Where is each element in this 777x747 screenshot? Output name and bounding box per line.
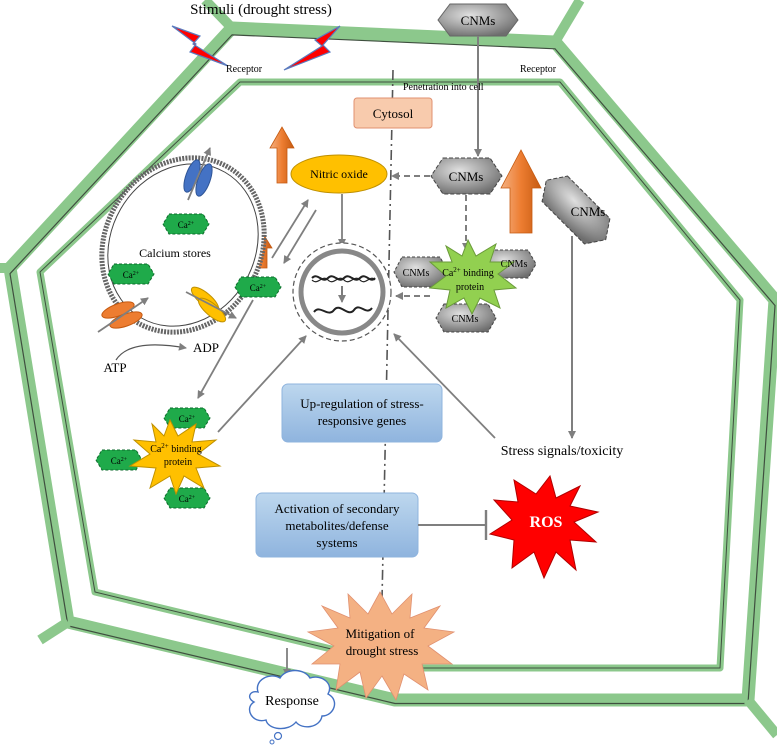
cnm-cluster bbox=[393, 238, 537, 333]
mitigation-burst bbox=[306, 591, 456, 701]
ca-badge bbox=[234, 276, 282, 298]
upregulation-label-2: responsive genes bbox=[318, 413, 406, 428]
cytosol-box bbox=[353, 97, 433, 129]
ros-label: ROS bbox=[530, 514, 563, 531]
calcium-stores-label: Calcium stores bbox=[139, 246, 211, 260]
mitigation-label-2: drought stress bbox=[346, 643, 419, 658]
orange-arrow-up-small bbox=[269, 126, 295, 184]
ca-binding-protein-left bbox=[95, 407, 222, 509]
response-label: Response bbox=[265, 694, 319, 709]
ca-binding-label-right: Ca2+ binding bbox=[442, 266, 494, 279]
burst-icon bbox=[428, 238, 518, 316]
ca-binding-label-left-2: protein bbox=[164, 457, 192, 468]
ros-burst bbox=[488, 474, 600, 580]
ca-label: Ca2+ bbox=[111, 456, 128, 466]
stimuli-label: Stimuli (drought stress) bbox=[190, 2, 332, 18]
ca-label: Ca2+ bbox=[179, 414, 196, 424]
ca-label: Ca2+ bbox=[123, 270, 140, 280]
cnms-rot-label: CNMs bbox=[571, 204, 606, 219]
ca-label: Ca2+ bbox=[250, 283, 267, 293]
channel-icon bbox=[185, 286, 237, 323]
upregulation-box bbox=[281, 383, 443, 443]
receptor-label-right: Receptor bbox=[520, 64, 557, 75]
cnms-cluster-right: CNMs bbox=[501, 259, 528, 270]
cnms-top-label: CNMs bbox=[461, 13, 496, 28]
nitric-oxide-node bbox=[290, 154, 388, 194]
adp-label: ADP bbox=[193, 340, 219, 355]
penetration-label: Penetration into cell bbox=[403, 82, 484, 93]
activation-label-1: Activation of secondary bbox=[275, 501, 400, 516]
mitigation-label-1: Mitigation of bbox=[346, 626, 416, 641]
orange-arrow-up-large bbox=[500, 149, 542, 234]
channel-icon bbox=[183, 147, 213, 201]
cloud-icon bbox=[248, 669, 336, 745]
activation-label-2: metabolites/defense bbox=[285, 518, 388, 533]
receptor-label-left: Receptor bbox=[226, 64, 263, 75]
ca-label: Ca2+ bbox=[179, 494, 196, 504]
cnms-cluster-bottom: CNMs bbox=[452, 314, 479, 325]
plasma-membrane bbox=[36, 78, 744, 672]
burst-icon bbox=[128, 418, 222, 496]
activation-label-3: systems bbox=[316, 535, 357, 550]
ca-badge bbox=[162, 213, 210, 235]
dna-icon bbox=[311, 275, 376, 314]
lightning-icon bbox=[171, 25, 229, 67]
hexagon-icon bbox=[437, 3, 519, 37]
cytosol-label: Cytosol bbox=[373, 106, 414, 121]
channel-icon bbox=[97, 297, 149, 333]
hexagon-icon bbox=[541, 175, 611, 245]
ca-binding-label-left: Ca2+ binding bbox=[150, 442, 202, 455]
atp-label: ATP bbox=[103, 360, 126, 375]
upregulation-label-1: Up-regulation of stress- bbox=[300, 396, 423, 411]
ca-label: Ca2+ bbox=[178, 220, 195, 230]
cnms-cluster-left: CNMs bbox=[403, 268, 430, 279]
ca-badge bbox=[107, 263, 155, 285]
nucleus bbox=[292, 242, 392, 342]
cnms-mid-label: CNMs bbox=[449, 169, 484, 184]
stress-signals-label: Stress signals/toxicity bbox=[501, 444, 624, 459]
hexagon-icon bbox=[430, 157, 503, 195]
lightning-icon bbox=[283, 25, 341, 71]
ca-binding-label-right-2: protein bbox=[456, 282, 484, 293]
nitric-oxide-label: Nitric oxide bbox=[310, 167, 368, 181]
